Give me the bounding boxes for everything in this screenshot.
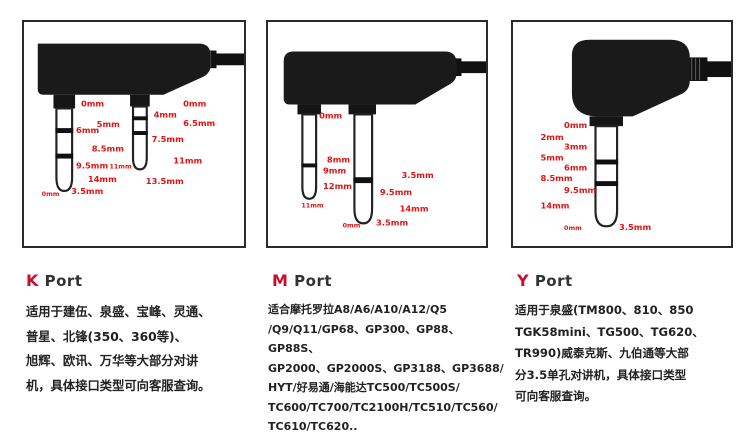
- k-label: 13.5mm: [146, 176, 184, 186]
- y-plug-body: [571, 39, 690, 117]
- k-label: 0mm: [81, 99, 104, 109]
- m-label: 12mm: [323, 181, 352, 191]
- y-label: 3.5mm: [619, 222, 651, 232]
- k-pin-long: [55, 107, 74, 193]
- k-label: 5mm: [97, 119, 120, 129]
- k-label: 11mm: [109, 162, 132, 170]
- m-cable: [460, 61, 486, 74]
- m-port-description: 适合摩托罗拉A8/A6/A10/A12/Q5 /Q9/Q11/GP68、GP30…: [268, 303, 504, 433]
- y-label: 2mm: [540, 132, 563, 142]
- y-label: 5mm: [540, 153, 563, 163]
- y-plug-drawing: 0mm 2mm 3mm 5mm 6mm 8.5mm 9.5mm 14mm 0mm…: [540, 39, 731, 232]
- k-label: 6mm: [76, 125, 99, 135]
- y-label: 0mm: [564, 224, 582, 232]
- y-port-title: Y Port: [517, 271, 573, 290]
- m-label: 9mm: [323, 165, 346, 175]
- y-port-title-rest: Port: [529, 272, 573, 290]
- m-label: 9.5mm: [380, 187, 412, 197]
- k-port-diagram: 0mm 5mm 6mm 8.5mm 9.5mm 14mm 3.5mm 0mm 0…: [22, 20, 246, 248]
- k-label: 3.5mm: [71, 186, 103, 196]
- m-port-title-rest: Port: [288, 272, 333, 290]
- m-label: 8mm: [327, 154, 350, 164]
- k-port-title-rest: Port: [38, 272, 83, 290]
- y-label: 9.5mm: [564, 185, 596, 195]
- y-port-diagram: 0mm 2mm 3mm 5mm 6mm 8.5mm 9.5mm 14mm 0mm…: [511, 20, 733, 248]
- m-label: 14mm: [400, 204, 429, 214]
- m-port-letter: M: [272, 271, 289, 290]
- k-label: 8.5mm: [92, 144, 124, 154]
- k-cable: [215, 53, 244, 66]
- k-plug-drawing: 0mm 5mm 6mm 8.5mm 9.5mm 14mm 3.5mm 0mm 0…: [37, 43, 244, 198]
- m-port-title: M Port: [272, 271, 332, 290]
- k-label: 14mm: [88, 174, 117, 184]
- y-label: 14mm: [540, 201, 569, 211]
- k-label: 0mm: [42, 190, 60, 198]
- k-label: 7.5mm: [152, 134, 184, 144]
- y-label: 6mm: [564, 162, 587, 172]
- k-label: 11mm: [173, 155, 202, 165]
- k-label: 0mm: [183, 99, 206, 109]
- y-label: 3mm: [564, 142, 587, 152]
- k-pin-short: [131, 105, 148, 171]
- m-label: 0mm: [343, 221, 361, 229]
- y-cable: [705, 61, 731, 78]
- k-label: 6.5mm: [183, 118, 215, 128]
- y-port-description: 适用于泉盛(TM800、810、850 TGK58mini、TG500、TG62…: [515, 303, 704, 403]
- m-pin-short: [301, 113, 318, 200]
- m-label: 3.5mm: [376, 217, 408, 227]
- y-pin: [594, 125, 619, 228]
- k-port-title: K Port: [26, 271, 83, 290]
- y-label: 8.5mm: [540, 173, 572, 183]
- m-label: 0mm: [319, 110, 342, 120]
- k-label: 4mm: [154, 109, 177, 119]
- k-label: 9.5mm: [76, 160, 108, 170]
- k-port-description: 适用于建伍、泉盛、宝峰、灵通、 普星、北锋(350、360等)、 旭辉、欧讯、万…: [26, 305, 211, 393]
- k-plug-body: [37, 43, 211, 95]
- m-pin-long: [353, 113, 374, 225]
- y-label: 0mm: [564, 120, 587, 130]
- y-port-letter: Y: [517, 271, 530, 290]
- m-plug-body: [283, 51, 457, 105]
- m-plug-drawing: 0mm 8mm 9mm 12mm 11mm 3.5mm 9.5mm 14mm 0…: [283, 51, 486, 229]
- m-label: 3.5mm: [402, 170, 434, 180]
- m-port-diagram: 0mm 8mm 9mm 12mm 11mm 3.5mm 9.5mm 14mm 0…: [266, 20, 488, 248]
- m-label: 11mm: [301, 202, 324, 210]
- k-port-letter: K: [26, 271, 39, 290]
